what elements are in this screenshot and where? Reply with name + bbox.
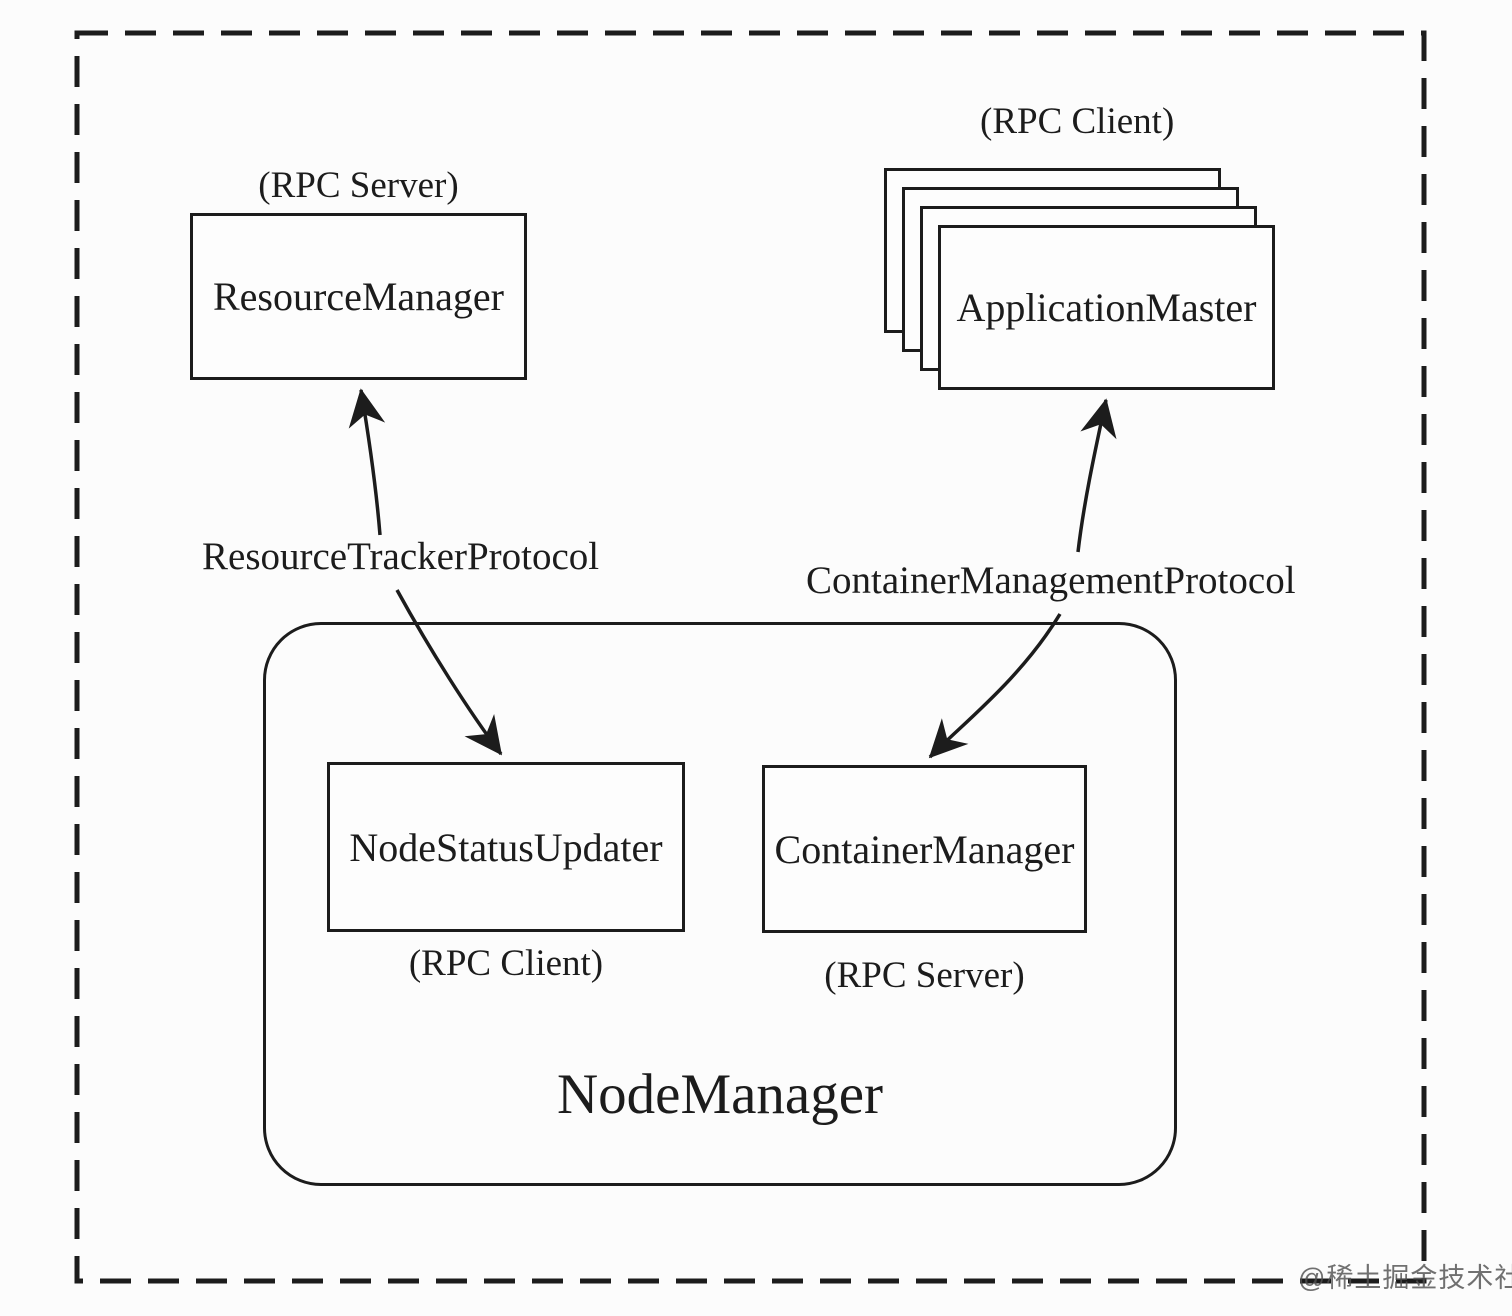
application-master-label: ApplicationMaster [956,285,1257,330]
container-management-protocol-label: ContainerManagementProtocol [806,559,1296,602]
node-manager-container [263,622,1177,1186]
resource-tracker-arrow-up [348,388,386,536]
node-status-updater-box: NodeStatusUpdater [327,762,685,932]
resource-tracker-protocol-label: ResourceTrackerProtocol [202,535,600,578]
resource-manager-annotation: (RPC Server) [258,165,459,206]
container-manager-box: ContainerManager [762,765,1087,933]
watermark: @稀土掘金技术社区 [1298,1263,1512,1293]
node-manager-title: NodeManager [556,1063,884,1126]
node-status-updater-annotation: (RPC Client) [408,943,604,984]
node-status-updater-label: NodeStatusUpdater [349,824,663,870]
application-master-annotation: (RPC Client) [980,101,1175,142]
container-manager-label: ContainerManager [774,826,1075,872]
container-management-arrow-up [1076,398,1117,553]
application-master-box: ApplicationMaster [938,225,1275,390]
container-manager-annotation: (RPC Server) [824,955,1025,996]
resource-manager-box: ResourceManager [190,213,527,380]
resource-manager-label: ResourceManager [213,274,504,319]
